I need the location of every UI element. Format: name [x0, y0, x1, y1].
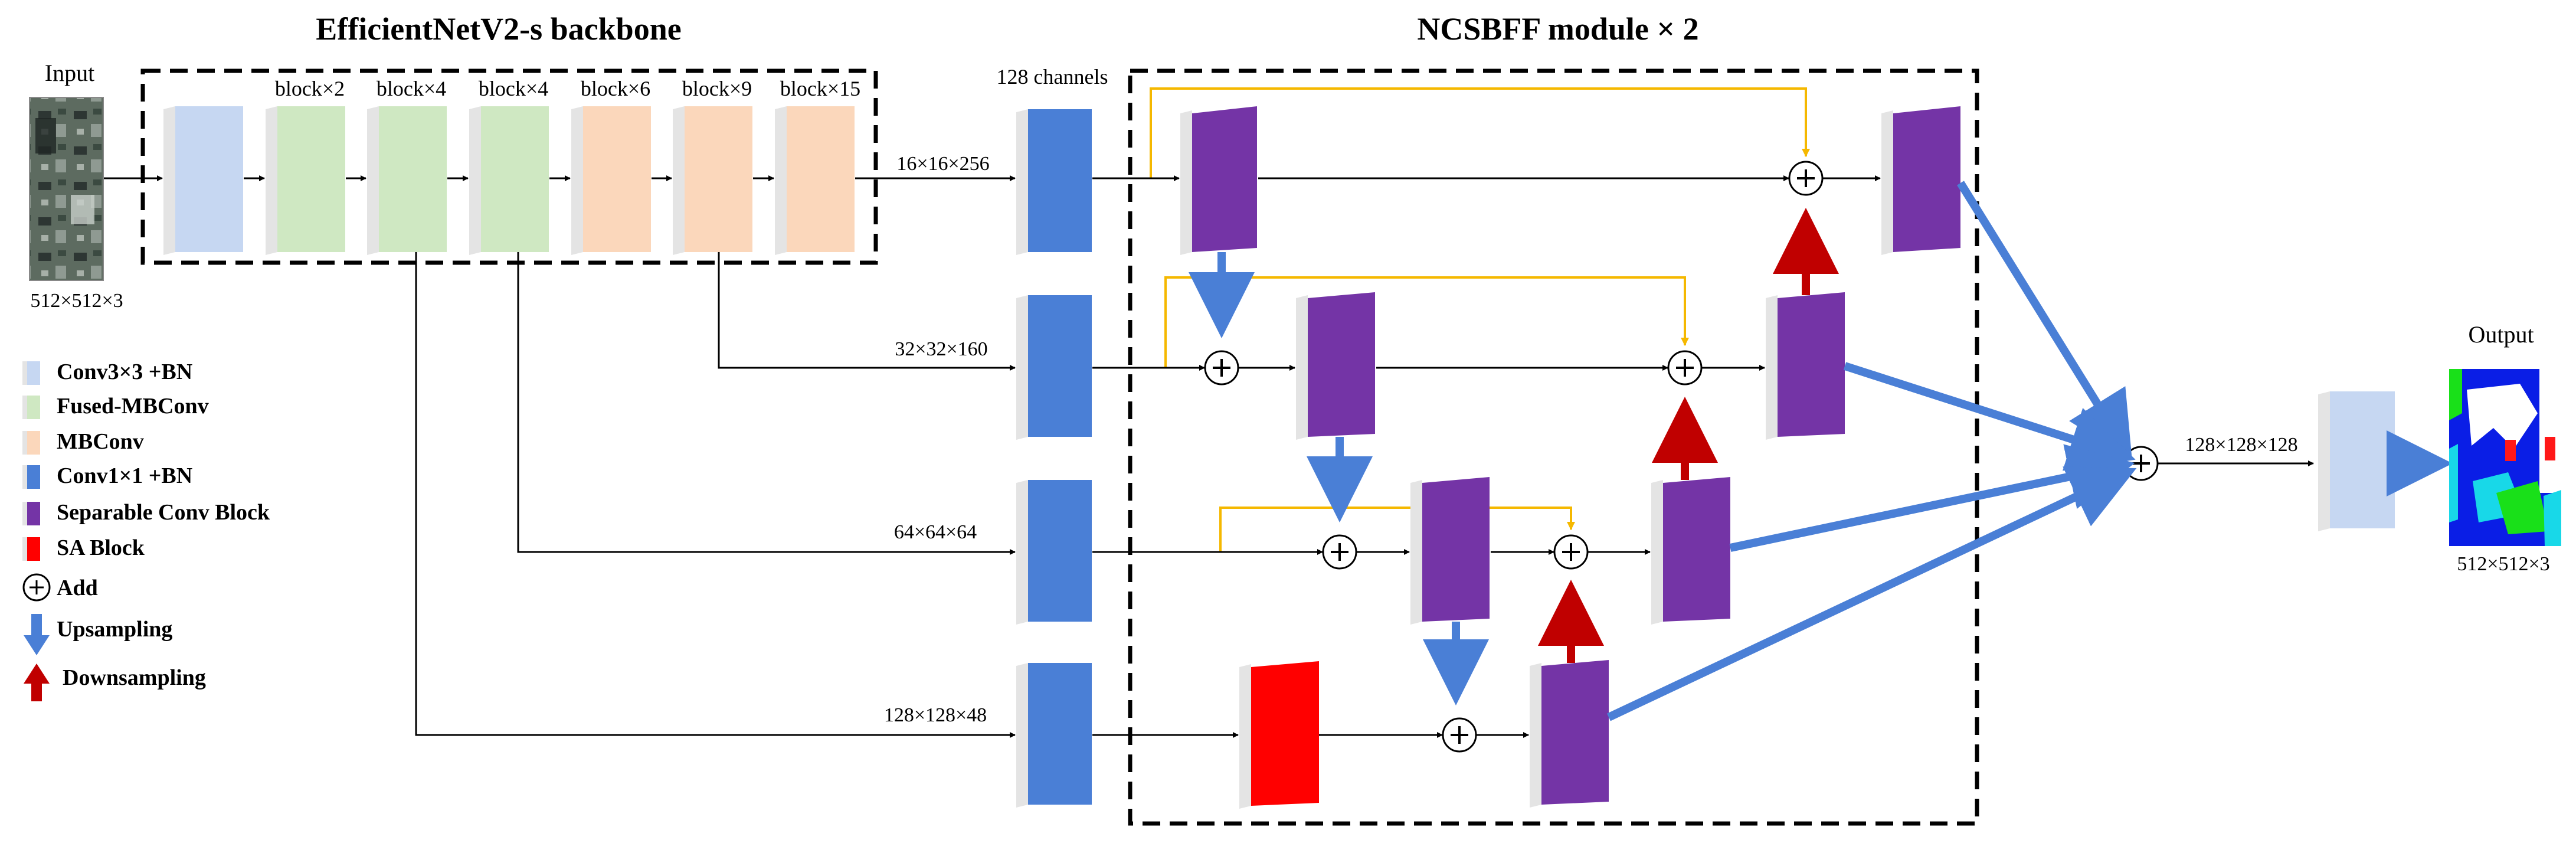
- feature-size-2: 32×32×160: [895, 338, 987, 360]
- fused-mbconv-block-1: [266, 106, 345, 255]
- upsampling-arrows: [1189, 252, 1489, 705]
- block-count-1: block×2: [275, 77, 345, 100]
- separable-conv-block-5: [1651, 477, 1730, 625]
- feature-size-4: 128×128×48: [884, 704, 987, 726]
- legend-add-label: Add: [57, 576, 98, 600]
- separable-conv-block-2: [1296, 292, 1375, 440]
- backbone-box: [140, 68, 878, 265]
- legend-mbconv-swatch: [22, 431, 40, 455]
- separable-conv-block-7: [1881, 106, 1960, 255]
- add-plus-signs: [1213, 169, 2150, 744]
- block-count-3: block×4: [479, 77, 548, 100]
- mbconv-block-1: [571, 106, 651, 255]
- input-label: Input: [45, 60, 94, 86]
- legend-separable-label: Separable Conv Block: [57, 500, 270, 525]
- fused-mbconv-block-2: [367, 106, 447, 255]
- final-conv3x3-block: [2318, 391, 2395, 531]
- legend-add-icon: [22, 573, 51, 602]
- legend-sa-swatch: [22, 537, 40, 561]
- module-title: NCSBFF module × 2: [1417, 11, 1698, 47]
- downsampling-arrows: [1538, 208, 1839, 663]
- module-flow-arrows: [1092, 175, 1881, 738]
- separable-conv-block-1: [1180, 106, 1257, 255]
- legend-upsampling-label: Upsampling: [57, 617, 172, 642]
- legend-downsampling-label: Downsampling: [63, 665, 206, 690]
- block-count-5: block×9: [682, 77, 752, 100]
- block-count-2: block×4: [377, 77, 446, 100]
- conv1x1-block-4: [1016, 663, 1092, 808]
- output-segmentation-image: [2449, 369, 2561, 546]
- legend: Conv3×3 +BN Fused-MBConv MBConv Conv1×1 …: [22, 360, 270, 701]
- input-image: [29, 97, 104, 281]
- legend-separable-swatch: [22, 502, 40, 525]
- legend-upsampling-icon: [24, 614, 50, 655]
- legend-fused-mbconv-swatch: [22, 396, 40, 419]
- legend-conv1x1-label: Conv1×1 +BN: [57, 463, 192, 488]
- output-label: Output: [2468, 321, 2534, 348]
- ncsbff-box: [1128, 68, 1979, 826]
- conv1x1-block-1: [1016, 109, 1092, 255]
- legend-conv1x1-swatch: [22, 465, 40, 489]
- mbconv-block-2: [673, 106, 752, 255]
- mbconv-block-3: [775, 106, 855, 255]
- separable-conv-block-6: [1766, 292, 1845, 440]
- block-count-4: block×6: [581, 77, 650, 100]
- fused-mbconv-block-3: [469, 106, 549, 255]
- feature-size-3: 64×64×64: [894, 521, 977, 543]
- conv1x1-block-2: [1016, 295, 1092, 440]
- channels-label: 128 channels: [997, 65, 1108, 89]
- feature-size-1: 16×16×256: [896, 153, 989, 175]
- separable-conv-block-4: [1530, 660, 1609, 808]
- output-size-label: 512×512×3: [2457, 553, 2549, 575]
- block-count-6: block×15: [780, 77, 860, 100]
- conv1x1-block-3: [1016, 480, 1092, 625]
- legend-conv3x3-label: Conv3×3 +BN: [57, 360, 192, 384]
- conv3x3-block: [163, 106, 243, 255]
- legend-fused-mbconv-label: Fused-MBConv: [57, 394, 209, 419]
- separable-conv-block-3: [1410, 477, 1490, 625]
- backbone-title: EfficientNetV2-s backbone: [316, 11, 681, 47]
- legend-mbconv-label: MBConv: [57, 429, 144, 454]
- backbone-taps: [415, 252, 1016, 738]
- skip-connections: [1150, 87, 1810, 552]
- fusion-arrows: [1607, 181, 2137, 721]
- fused-size-label: 128×128×128: [2185, 434, 2297, 456]
- sa-block: [1239, 661, 1319, 809]
- legend-downsampling-icon: [24, 664, 50, 701]
- legend-sa-label: SA Block: [57, 535, 145, 560]
- input-size-label: 512×512×3: [30, 290, 123, 312]
- legend-conv3x3-swatch: [22, 361, 40, 385]
